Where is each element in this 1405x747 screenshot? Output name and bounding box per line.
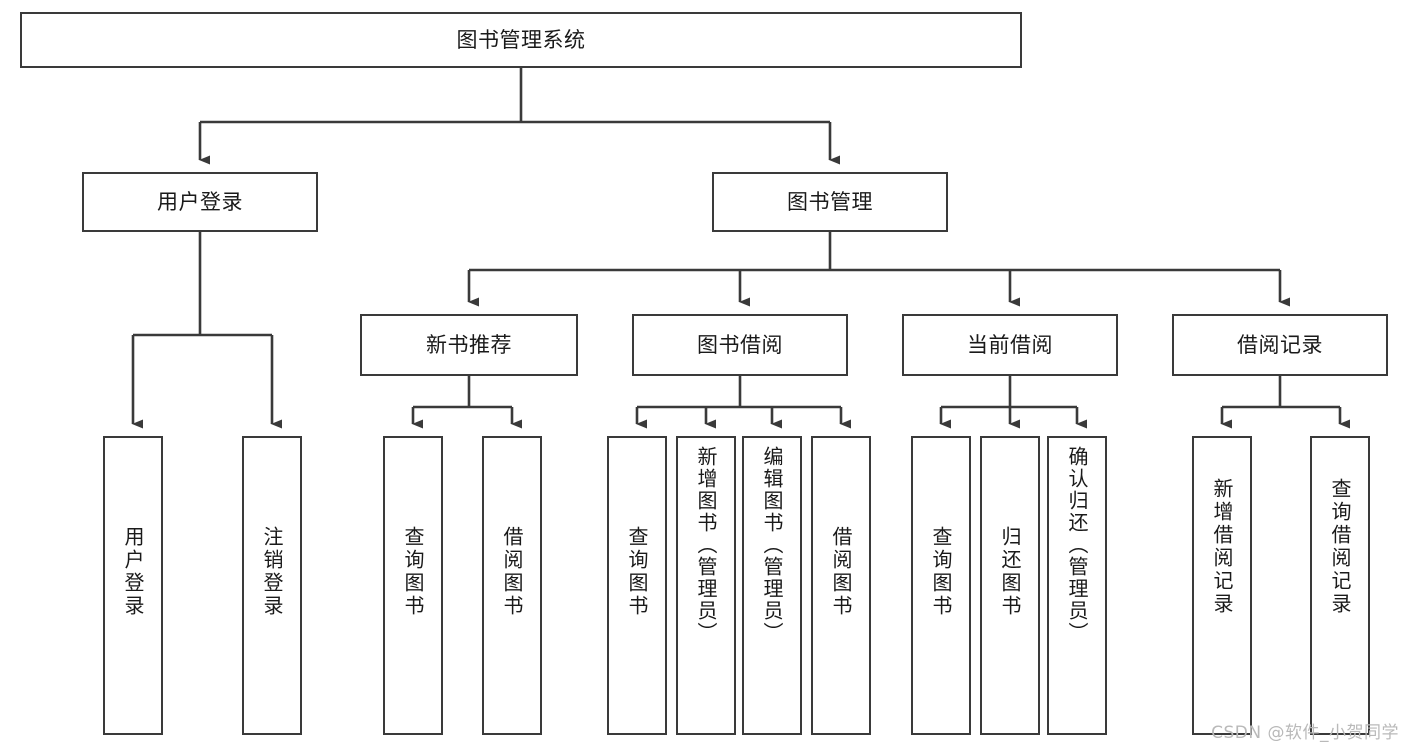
node-label: 查询图书 [401, 526, 425, 618]
leaf-add-borrow-record[interactable]: 新增借阅记录 [1192, 436, 1252, 735]
leaf-query-book-recommend[interactable]: 查询图书 [383, 436, 443, 735]
leaf-return-book[interactable]: 归还图书 [980, 436, 1040, 735]
node-label: 编辑图书（管理员） [760, 446, 784, 644]
node-label: 确认归还（管理员） [1065, 446, 1089, 644]
node-book-borrow[interactable]: 图书借阅 [632, 314, 848, 376]
node-label: 用户登录 [121, 526, 145, 618]
node-label: 查询图书 [929, 526, 953, 618]
node-label: 新增借阅记录 [1210, 478, 1234, 616]
node-borrow-record[interactable]: 借阅记录 [1172, 314, 1388, 376]
node-label: 查询图书 [625, 526, 649, 618]
node-label: 借阅图书 [500, 526, 524, 618]
node-new-book-recommend[interactable]: 新书推荐 [360, 314, 578, 376]
node-label: 新书推荐 [426, 332, 512, 357]
node-current-borrow[interactable]: 当前借阅 [902, 314, 1118, 376]
csdn-watermark: CSDN @软件_小贺同学 [1211, 723, 1399, 743]
node-label: 借阅记录 [1237, 332, 1323, 357]
leaf-logout-login[interactable]: 注销登录 [242, 436, 302, 735]
leaf-add-book-admin[interactable]: 新增图书（管理员） [676, 436, 736, 735]
leaf-confirm-return-admin[interactable]: 确认归还（管理员） [1047, 436, 1107, 735]
node-label: 用户登录 [157, 189, 243, 214]
leaf-borrow-book-recommend[interactable]: 借阅图书 [482, 436, 542, 735]
node-label: 图书管理 [787, 189, 873, 214]
node-label: 图书管理系统 [456, 27, 586, 52]
leaf-query-borrow-record[interactable]: 查询借阅记录 [1310, 436, 1370, 735]
node-root-system[interactable]: 图书管理系统 [20, 12, 1022, 68]
node-label: 新增图书（管理员） [694, 446, 718, 644]
node-label: 借阅图书 [829, 526, 853, 618]
node-label: 图书借阅 [697, 332, 783, 357]
node-label: 当前借阅 [967, 332, 1053, 357]
node-user-login[interactable]: 用户登录 [82, 172, 318, 232]
node-book-management[interactable]: 图书管理 [712, 172, 948, 232]
leaf-query-book-borrow[interactable]: 查询图书 [607, 436, 667, 735]
node-label: 查询借阅记录 [1328, 478, 1352, 616]
leaf-borrow-book[interactable]: 借阅图书 [811, 436, 871, 735]
node-label: 注销登录 [260, 526, 284, 618]
leaf-query-book-current[interactable]: 查询图书 [911, 436, 971, 735]
node-label: 归还图书 [998, 526, 1022, 618]
leaf-edit-book-admin[interactable]: 编辑图书（管理员） [742, 436, 802, 735]
leaf-user-login[interactable]: 用户登录 [103, 436, 163, 735]
